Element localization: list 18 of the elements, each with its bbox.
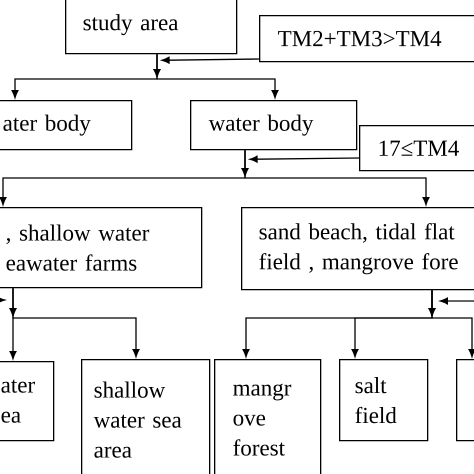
process-box (456, 359, 474, 442)
condition-box: 17≤TM4 (359, 125, 474, 172)
condition-box: TM2+TM3>TM4 (259, 15, 474, 62)
arrow (154, 54, 278, 98)
arrow (428, 290, 474, 358)
process-box: sand beach, tidal flat field , mangrove fore (241, 207, 474, 290)
process-box: , shallow water eawater farms (0, 207, 202, 288)
process-box: water body (190, 100, 358, 150)
arrow (10, 288, 140, 358)
process-box: shallow water sea area (81, 359, 210, 474)
arrow (250, 156, 360, 163)
process-box: ater ea (0, 361, 54, 442)
arrow (242, 150, 430, 206)
arrow (162, 56, 259, 64)
process-box: ater body (0, 100, 132, 150)
process-box: study area (65, 0, 238, 54)
process-box: mangr ove forest (214, 359, 322, 474)
process-box: salt field (339, 359, 428, 442)
